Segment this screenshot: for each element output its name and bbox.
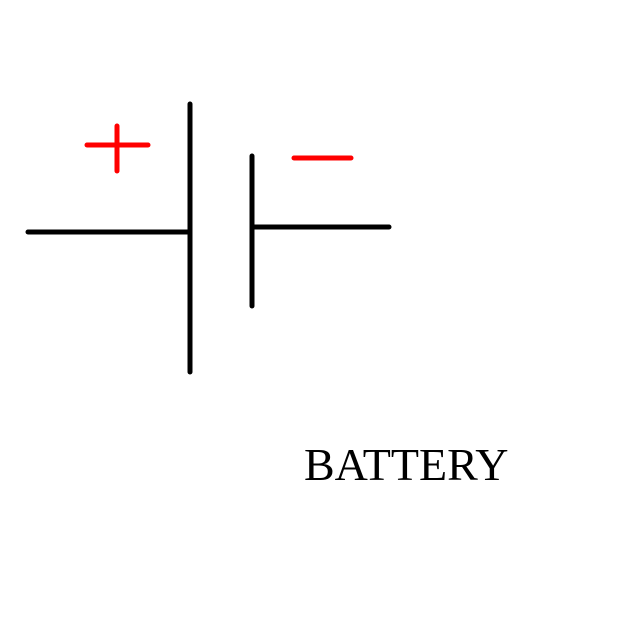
positive-terminal-symbol: + [84, 123, 151, 174]
diagram-caption: BATTERY [304, 439, 508, 490]
